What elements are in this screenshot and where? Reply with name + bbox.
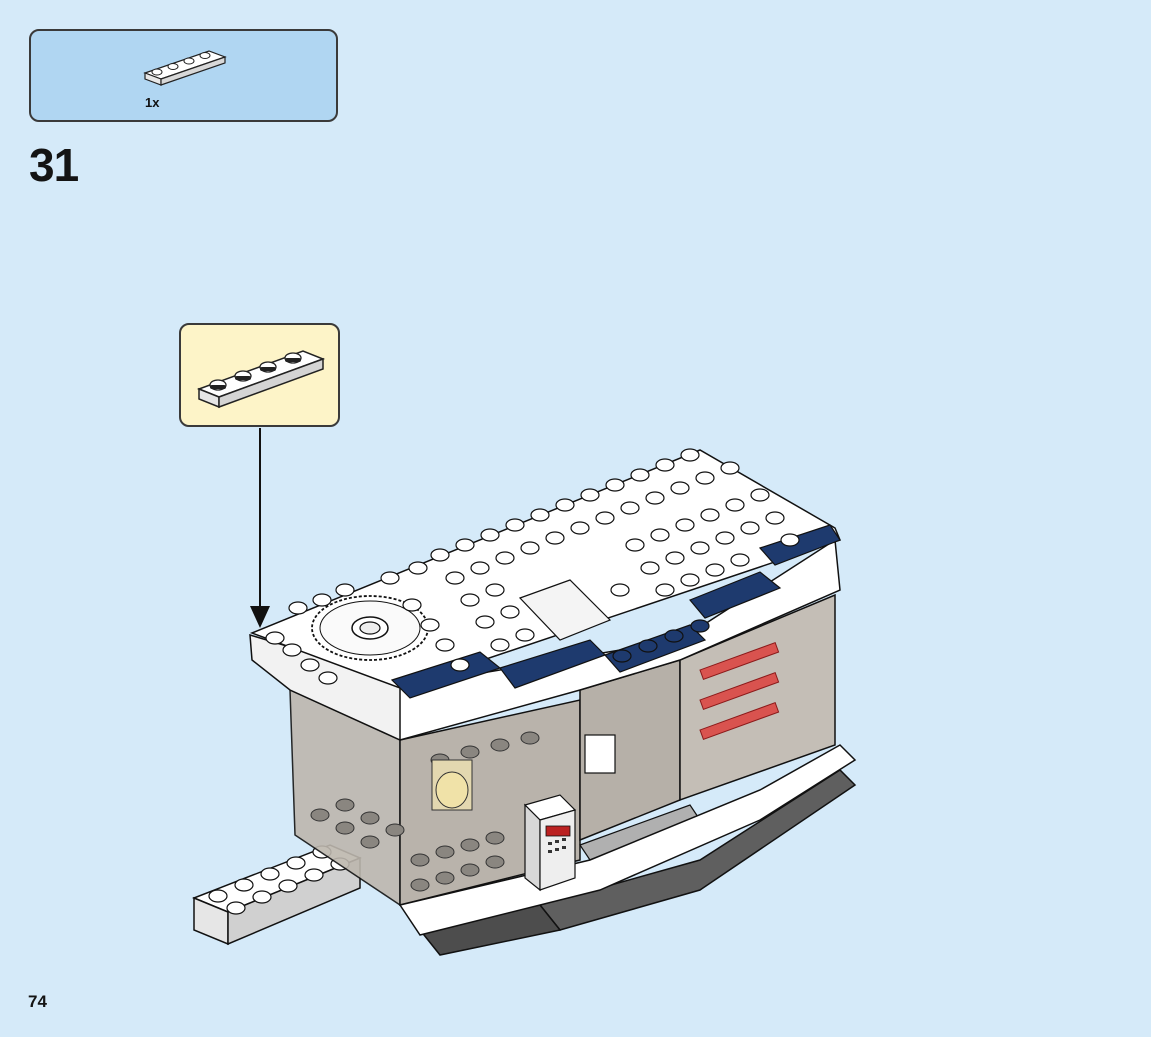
placement-arrow [250,428,270,628]
page-number: 74 [28,992,47,1012]
minifigure-interior [432,760,472,810]
keypad-terminal [525,795,575,890]
